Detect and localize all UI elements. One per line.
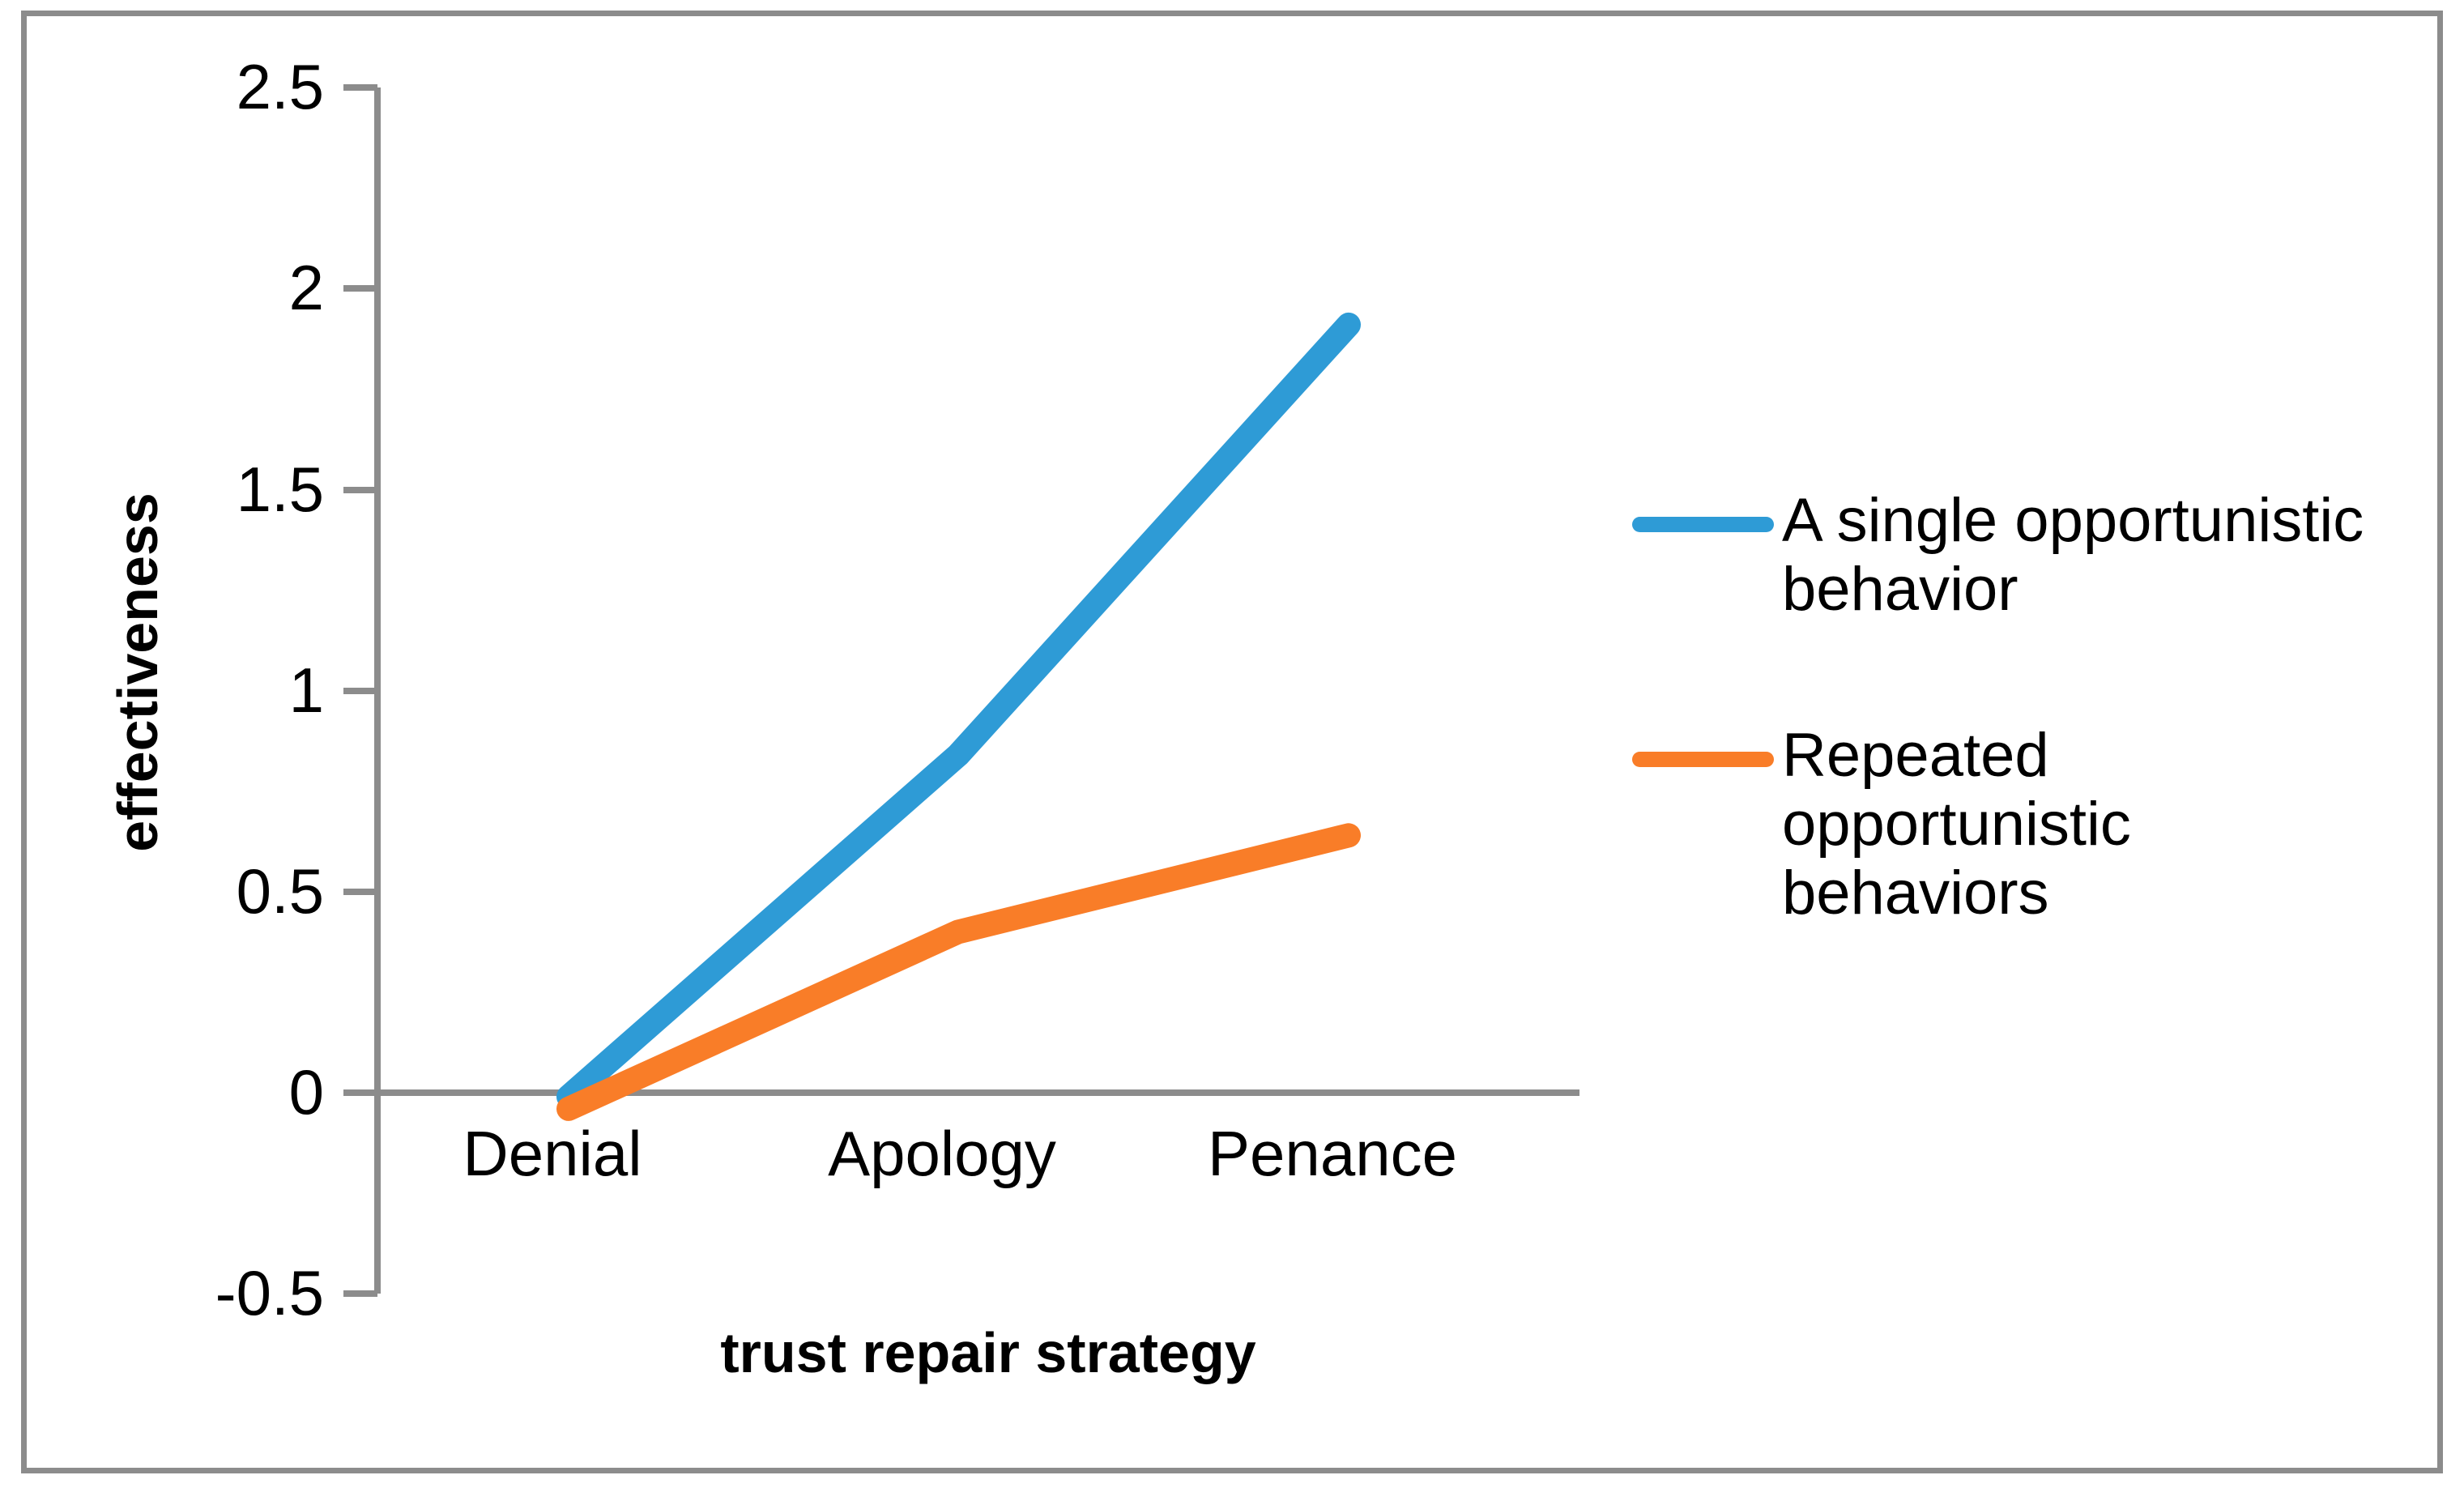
x-tick-label-apology: Apology: [828, 1118, 1056, 1189]
legend: A single opportunistic behavior Repeated…: [1632, 486, 2426, 1025]
y-tick-label--0.5: -0.5: [215, 1257, 324, 1328]
legend-swatch-icon-orange: [1632, 752, 1774, 768]
legend-swatch-icon-blue: [1632, 517, 1774, 532]
legend-label-single-opportunistic-behavior: A single opportunistic behavior: [1782, 486, 2364, 625]
y-tick-label-0: 0: [288, 1056, 324, 1128]
y-tick-label-0.5: 0.5: [236, 855, 324, 927]
x-axis-tick-labels: Denial Apology Penance: [356, 1122, 1620, 1211]
y-tick-label-2.5: 2.5: [236, 51, 324, 122]
y-axis-tick-labels: 2.5 2 1.5 1 0.5 0 -0.5: [97, 0, 324, 1488]
y-tick-label-2: 2: [288, 252, 324, 323]
x-tick-label-penance: Penance: [1208, 1118, 1457, 1189]
legend-item-repeated-opportunistic-behaviors[interactable]: Repeated opportunistic behaviors: [1632, 721, 2426, 927]
legend-label-repeated-opportunistic-behaviors: Repeated opportunistic behaviors: [1782, 721, 2131, 928]
x-tick-label-denial: Denial: [463, 1118, 642, 1189]
legend-item-single-opportunistic-behavior[interactable]: A single opportunistic behavior: [1632, 486, 2426, 624]
x-axis-title: trust repair strategy: [720, 1321, 1256, 1384]
y-axis-title: effectiveness: [106, 492, 169, 852]
y-tick-label-1: 1: [288, 654, 324, 726]
y-tick-label-1.5: 1.5: [236, 454, 324, 525]
